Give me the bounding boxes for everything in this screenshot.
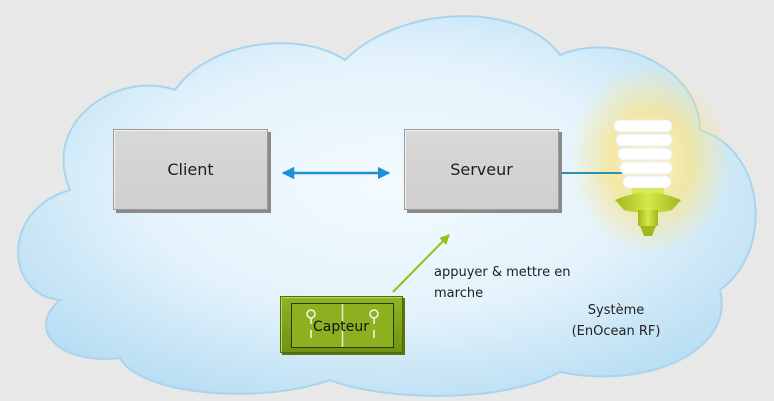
sensor-server-arrow — [392, 234, 450, 293]
system-label-line1: Système — [587, 303, 645, 318]
server-label: Serveur — [450, 160, 513, 179]
system-label: Système (EnOcean RF) — [556, 300, 676, 342]
sensor-node: Capteur — [280, 296, 403, 353]
client-node: Client — [113, 129, 268, 210]
sensor-switch — [291, 303, 394, 348]
server-node: Serveur — [404, 129, 559, 210]
sensor-label: Capteur — [313, 319, 369, 335]
sensor-switch-icon — [306, 304, 379, 347]
edge-label-action: appuyer & mettre en marche — [434, 265, 571, 301]
system-label-line2: (EnOcean RF) — [571, 324, 661, 339]
client-label: Client — [167, 160, 214, 179]
lightbulb-icon — [613, 119, 681, 236]
